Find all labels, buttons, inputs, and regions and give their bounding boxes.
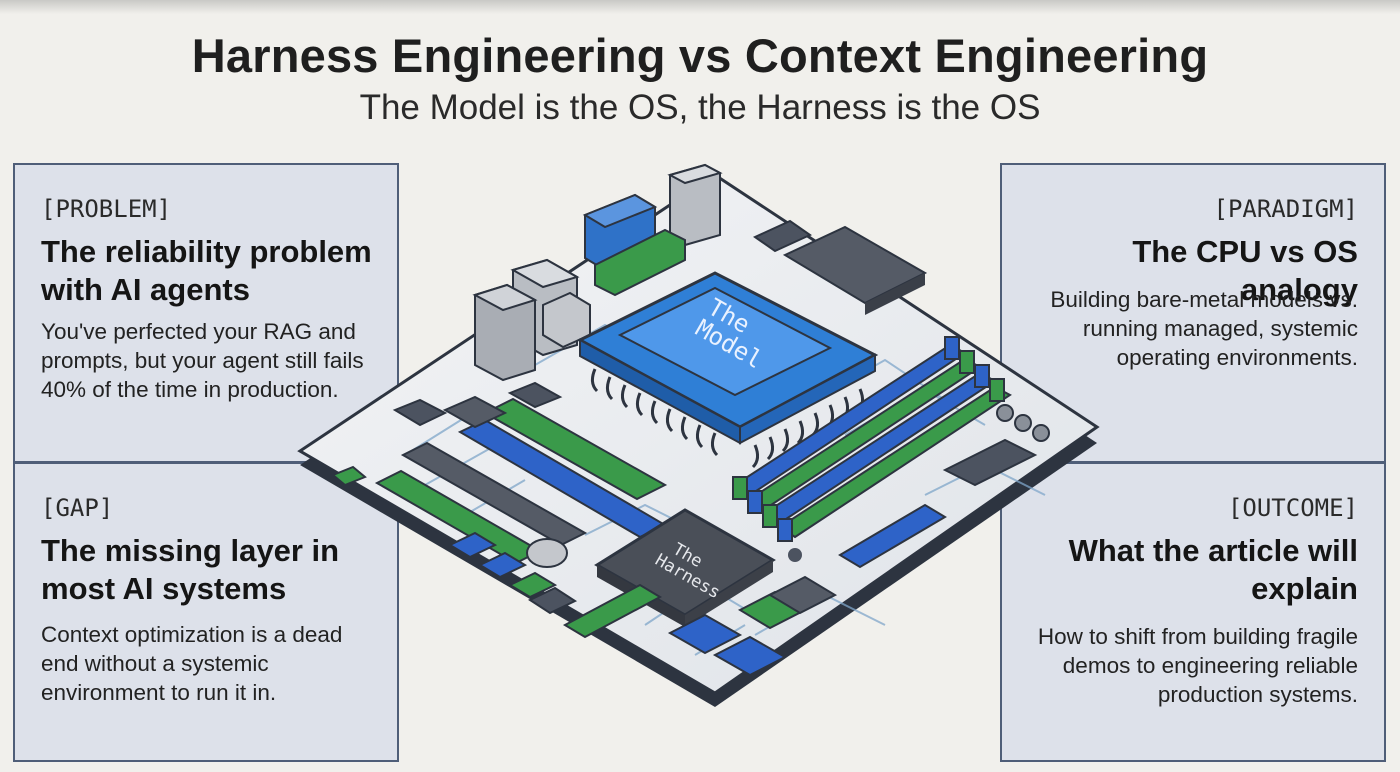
panel-gap-tag: [GAP] [41, 494, 114, 522]
power-connector [752, 219, 928, 315]
panel-paradigm-body: Building bare-metal models vs. running m… [1050, 287, 1358, 370]
panel-problem-heading: The reliability problem with AI agents [41, 234, 372, 307]
panel-outcome-tag: [OUTCOME] [1227, 494, 1358, 522]
panel-problem-body: You've perfected your RAG and prompts, b… [41, 319, 364, 402]
top-shadow [0, 0, 1400, 14]
panel-gap-body: Context optimization is a dead end witho… [41, 622, 343, 705]
panel-outcome-body: How to shift from building fragile demos… [1037, 624, 1358, 707]
io-ports [472, 163, 723, 382]
panel-problem: [PROBLEM] The reliability problem with A… [13, 163, 399, 463]
page-title: Harness Engineering vs Context Engineeri… [191, 29, 1209, 82]
panel-gap-heading: The missing layer in most AI systems [41, 533, 340, 606]
panel-outcome: [OUTCOME] What the article will explain … [1000, 462, 1386, 762]
panel-problem-tag: [PROBLEM] [41, 195, 172, 223]
side-connectors [788, 404, 1050, 569]
panel-paradigm-heading: The CPU vs OS analogy [1132, 234, 1358, 307]
cpu-model-chip: The Model [576, 271, 879, 469]
panel-gap: [GAP] The missing layer in most AI syste… [13, 462, 399, 762]
panel-paradigm-tag: [PARADIGM] [1213, 195, 1359, 223]
cpu-pins [590, 368, 865, 469]
panel-outcome-heading: What the article will explain [1068, 533, 1358, 606]
motherboard-illustration: The Model Th [297, 163, 1100, 707]
page-subtitle: The Model is the OS, the Harness is the … [359, 88, 1041, 127]
memory-slots [732, 336, 1012, 542]
small-components [331, 465, 838, 677]
